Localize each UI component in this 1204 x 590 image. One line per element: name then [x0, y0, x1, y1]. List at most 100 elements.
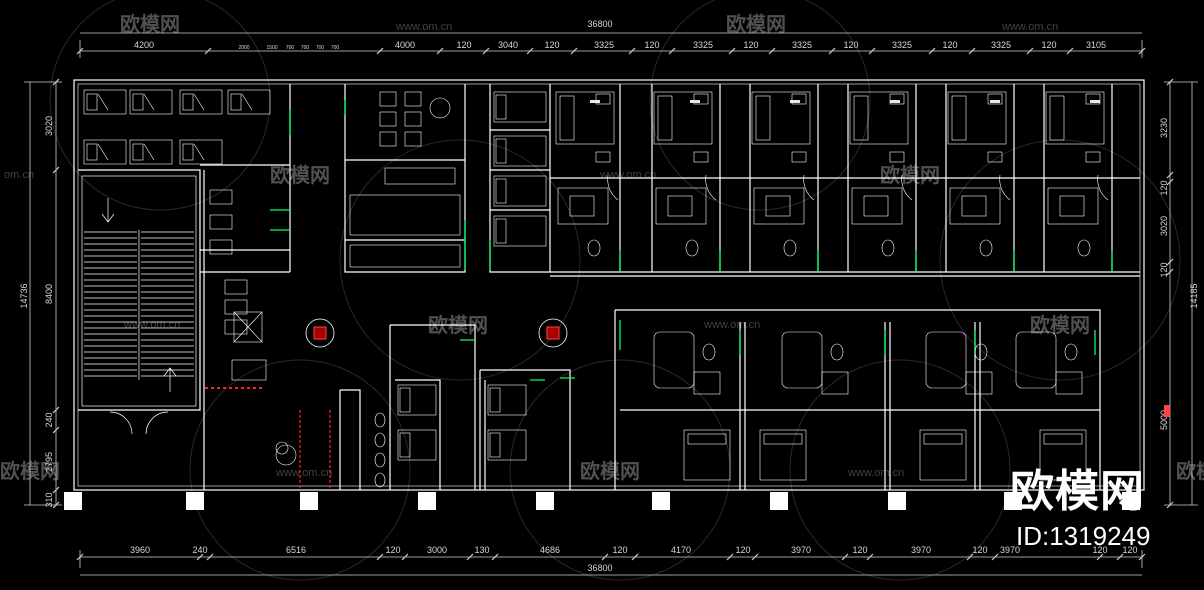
- watermark-url: www.om.cn: [275, 467, 332, 479]
- dim-left: 2795: [44, 452, 54, 472]
- dim-tick: [52, 406, 60, 414]
- label-stub: [590, 100, 600, 103]
- pillow: [182, 93, 194, 111]
- dim-tick: [768, 47, 776, 55]
- toilet: [374, 432, 386, 448]
- watermark-url: om.cn: [4, 169, 34, 181]
- toilet: [587, 239, 601, 257]
- watermark-url: www.om.cn: [123, 319, 180, 331]
- bath-area: [753, 187, 805, 225]
- pillow: [1043, 433, 1083, 445]
- dim-tick: [376, 553, 384, 561]
- toilet: [685, 239, 699, 257]
- blanket-fold: [193, 143, 205, 161]
- bed: [683, 429, 731, 481]
- pillow: [755, 95, 771, 141]
- dim-tick: [1026, 47, 1034, 55]
- dim-tick: [601, 553, 609, 561]
- bathtub: [667, 195, 693, 217]
- pillow: [399, 387, 411, 413]
- dim-bottom: 3970: [911, 545, 931, 555]
- bed: [487, 429, 527, 461]
- dim-bottom: 3970: [1000, 545, 1020, 555]
- dim-tick: [466, 553, 474, 561]
- fixture-labels: [590, 100, 1100, 103]
- chair: [379, 111, 397, 127]
- nightstand: [693, 151, 709, 163]
- cabinet: [209, 189, 233, 205]
- dim-tick: [52, 78, 60, 86]
- label-stub: [1090, 100, 1100, 103]
- nightstand: [693, 93, 709, 105]
- dim-right: 120: [1159, 262, 1169, 277]
- nightstand: [1085, 93, 1101, 105]
- watermark-brand: 欧模网: [880, 163, 940, 187]
- dim-tick: [668, 47, 676, 55]
- dim-bottom: 120: [612, 545, 627, 555]
- sofa: [231, 359, 267, 381]
- dim-bottom: 120: [1122, 545, 1137, 555]
- toilet: [702, 343, 716, 361]
- door-swing: [999, 174, 1011, 201]
- dim-tick: [628, 47, 636, 55]
- dim-total-bottom: 36800: [587, 563, 612, 573]
- round-table: [429, 97, 451, 119]
- nightstand: [1085, 151, 1101, 163]
- dim-left: 8400: [44, 284, 54, 304]
- watermark-brand: 欧模网: [726, 12, 786, 36]
- dim-top: 4000: [395, 40, 415, 50]
- bed: [179, 89, 223, 115]
- dimension-ticks: [52, 47, 1174, 561]
- cabinet: [209, 214, 233, 230]
- dim-tick: [401, 553, 409, 561]
- bed: [397, 384, 437, 416]
- pillow: [763, 433, 803, 445]
- dim-bottom: 120: [735, 545, 750, 555]
- bed: [179, 139, 223, 165]
- dim-tick: [1138, 47, 1146, 55]
- watermark-brand: 欧模网: [270, 163, 330, 187]
- cabinet: [209, 239, 233, 255]
- dim-tick: [52, 426, 60, 434]
- blanket-fold: [241, 93, 253, 111]
- pillow: [559, 95, 575, 141]
- watermark-url: www.om.cn: [703, 319, 760, 331]
- pillow: [182, 143, 194, 161]
- dim-total-top: 36800: [587, 19, 612, 29]
- dim-tick: [991, 553, 999, 561]
- dim-top: 120: [544, 40, 559, 50]
- chair: [404, 111, 422, 127]
- toilet: [374, 412, 386, 428]
- door-swing: [803, 174, 815, 201]
- dim-tick: [828, 47, 836, 55]
- vanity: [821, 371, 849, 395]
- dim-right: 5000: [1159, 410, 1169, 430]
- brand-logo-text: 欧模网: [1010, 466, 1145, 517]
- plant: [275, 441, 289, 455]
- shower-enclosure: [653, 331, 695, 389]
- pillow: [687, 433, 727, 445]
- pillow: [495, 94, 507, 120]
- bathtub: [569, 195, 595, 217]
- dim-tick: [1166, 78, 1174, 86]
- dim-top: 3325: [693, 40, 713, 50]
- dim-top: 120: [1041, 40, 1056, 50]
- pillow: [1049, 95, 1065, 141]
- bathtub: [961, 195, 987, 217]
- doors-layer: [270, 100, 1113, 381]
- staircase: [81, 175, 197, 435]
- dim-right: 3020: [1159, 216, 1169, 236]
- dim-top: 120: [843, 40, 858, 50]
- walls-layer: [73, 79, 1145, 491]
- nightstand: [595, 93, 611, 105]
- dim-tick: [751, 553, 759, 561]
- structural-columns: [64, 492, 1140, 510]
- pillow: [86, 143, 98, 161]
- vanity: [965, 371, 993, 395]
- pillow: [132, 143, 144, 161]
- bathtub: [1059, 195, 1085, 217]
- toilet: [830, 343, 844, 361]
- dim-bottom: 240: [192, 545, 207, 555]
- watermark-brand: 欧模网: [1030, 313, 1090, 337]
- dim-tick: [841, 553, 849, 561]
